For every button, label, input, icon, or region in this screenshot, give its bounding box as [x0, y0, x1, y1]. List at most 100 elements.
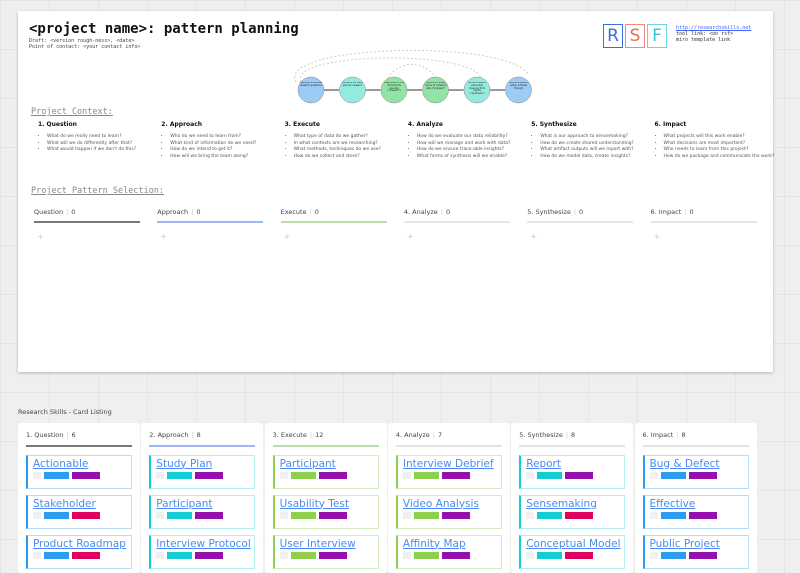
skill-card[interactable]: Usability Test	[272, 494, 379, 529]
context-question: How will we bring the team along?	[170, 154, 281, 161]
skill-card[interactable]: Report	[519, 454, 626, 489]
card-title-link[interactable]: Video Analysis	[402, 497, 479, 510]
card-title-link[interactable]: Sensemaking	[526, 497, 597, 510]
card-tag-type	[195, 511, 224, 519]
card-title-link[interactable]: Participant	[156, 497, 213, 510]
logo-s: S	[625, 24, 645, 48]
card-tag-empty	[649, 511, 658, 519]
skill-card[interactable]: Affinity Map	[395, 534, 502, 569]
context-column: 1. QuestionWhat do we really need to lea…	[38, 121, 158, 154]
card-title-link[interactable]: Study Plan	[156, 457, 213, 470]
flow-node-label: adapt plan to the real world & execute (…	[384, 82, 404, 93]
add-card-button[interactable]: +	[37, 231, 44, 241]
card-tag-type	[72, 471, 100, 479]
pattern-column[interactable]: 5. Synthesize|0+	[527, 208, 634, 241]
card-tag-empty	[402, 551, 411, 559]
card-title-link[interactable]: Conceptual Model	[526, 537, 621, 550]
context-question: How do we create shared understanding?	[540, 141, 651, 148]
skill-card[interactable]: Participant	[272, 454, 379, 489]
flow-node-label: devise & socialize plan for research	[342, 82, 363, 87]
column-divider	[642, 445, 749, 447]
card-tag-type	[318, 551, 347, 559]
link-block: http://researchskills.net tool link: <on…	[676, 25, 751, 43]
planning-frame[interactable]: <project name>: pattern planning Draft: …	[18, 11, 775, 372]
card-title-link[interactable]: Report	[526, 457, 561, 470]
card-title-link[interactable]: Product Roadmap	[33, 537, 126, 550]
card-title-link[interactable]: Effective	[649, 497, 696, 510]
skill-card[interactable]: Public Project	[642, 534, 749, 569]
card-title-link[interactable]: Actionable	[33, 457, 89, 470]
feedback-loop	[294, 49, 529, 83]
column-label: 4. Analyze	[395, 431, 430, 439]
skill-card[interactable]: Video Analysis	[395, 494, 502, 529]
column-label: 3. Execute	[272, 431, 307, 439]
skill-card[interactable]: Bug & Defect	[642, 454, 749, 489]
card-tag-type	[688, 511, 717, 519]
draft-line: Draft: <version rough-ness>, <date>	[29, 38, 135, 44]
pattern-column[interactable]: 6. Impact|0+	[650, 208, 757, 241]
context-column: 5. SynthesizeWhat is our approach to sen…	[531, 121, 651, 160]
card-tag-phase	[660, 511, 686, 519]
pattern-column[interactable]: Approach|0+	[157, 208, 264, 241]
card-title-link[interactable]: Affinity Map	[402, 537, 466, 550]
column-label: 6. Impact	[642, 431, 674, 439]
card-title-link[interactable]: Bug & Defect	[649, 457, 720, 470]
add-card-button[interactable]: +	[406, 231, 414, 241]
skill-card[interactable]: Participant	[149, 494, 256, 529]
flow-node-label: develop actionable research questions	[300, 82, 322, 87]
column-divider	[149, 445, 256, 447]
skill-card[interactable]: User Interview	[272, 534, 379, 569]
card-tag-type	[72, 511, 100, 519]
card-title-link[interactable]: Interview Protocol	[156, 537, 251, 550]
skill-card[interactable]: Sensemaking	[519, 494, 626, 529]
card-title-link[interactable]: Interview Debrief	[402, 457, 494, 470]
context-question: What methods, techniques do we use?	[294, 147, 405, 154]
card-tag-phase	[167, 471, 193, 479]
skill-card[interactable]: Conceptual Model	[519, 534, 626, 569]
context-title: 2. Approach	[161, 121, 203, 128]
skill-card[interactable]: Interview Protocol	[149, 534, 256, 569]
pattern-column-label: Question	[34, 208, 64, 216]
card-title-link[interactable]: Public Project	[649, 537, 720, 550]
column-divider	[26, 445, 132, 447]
skill-card[interactable]: Interview Debrief	[395, 454, 502, 489]
add-card-button[interactable]: +	[653, 231, 661, 241]
pattern-column-count: 0	[71, 208, 76, 216]
card-tag-phase	[167, 511, 193, 519]
skill-card[interactable]: Study Plan	[149, 454, 256, 489]
card-title-link[interactable]: User Interview	[279, 537, 356, 550]
skill-card[interactable]: Effective	[642, 494, 749, 529]
card-tag-phase	[660, 551, 686, 559]
context-question: How do we ensure trace-able insights?	[417, 147, 528, 154]
pattern-column[interactable]: 4. Analyze|0+	[403, 208, 510, 241]
add-card-button[interactable]: +	[283, 231, 291, 241]
card-title-link[interactable]: Usability Test	[279, 497, 349, 510]
context-heading: Project Context:	[31, 107, 113, 117]
column-divider	[519, 445, 626, 447]
context-question: What artifact outputs will we report wit…	[540, 147, 651, 154]
pattern-column-count: 0	[445, 208, 451, 216]
column-divider	[650, 221, 757, 223]
context-column: 6. ImpactWhat projects will this work en…	[655, 121, 775, 160]
context-question: What will we do differently after that?	[47, 141, 158, 148]
card-tag-empty	[156, 551, 165, 559]
card-tag-type	[565, 551, 594, 559]
website-link[interactable]: http://researchskills.net	[676, 25, 752, 31]
context-question: What is our approach to sensemaking?	[540, 134, 651, 141]
pattern-column[interactable]: Question|0+	[34, 208, 140, 241]
column-count: 7	[437, 431, 443, 439]
skill-card[interactable]: Product Roadmap	[26, 534, 132, 569]
flow-node-label: derive answers, actionable meaning from …	[467, 82, 487, 96]
column-count: 12	[315, 431, 324, 439]
card-tag-empty	[649, 551, 658, 559]
card-title-link[interactable]: Participant	[279, 457, 336, 470]
card-title-link[interactable]: Stakeholder	[33, 497, 96, 510]
skill-card[interactable]: Actionable	[26, 454, 132, 489]
pattern-column[interactable]: Execute|0+	[280, 208, 387, 241]
add-card-button[interactable]: +	[160, 231, 167, 241]
add-card-button[interactable]: +	[530, 231, 537, 241]
skill-card[interactable]: Stakeholder	[26, 494, 132, 529]
